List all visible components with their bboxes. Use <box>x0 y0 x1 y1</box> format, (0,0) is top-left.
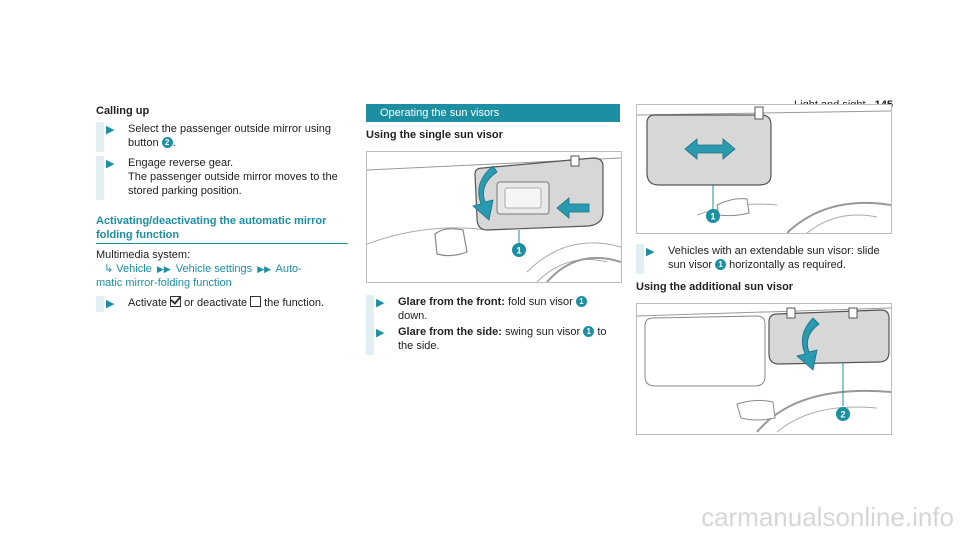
additional-visor-subheading: Using the additional sun visor <box>636 281 794 293</box>
step-bar <box>96 122 104 152</box>
step-glare-front: ▶ Glare from the front: fold sun visor 1… <box>366 295 620 325</box>
nav-vehicle-settings: Vehicle settings <box>175 263 253 275</box>
illustration-callout-1: 1 <box>516 246 521 256</box>
extendable-sun-visor-drawing: 1 <box>637 106 891 233</box>
section-banner: Operating the sun visors <box>366 104 620 122</box>
callout-badge: 1 <box>575 296 587 307</box>
illustration-callout-1: 1 <box>710 212 715 222</box>
nav-auto-part1: Auto- <box>275 263 302 275</box>
checkbox-checked-icon <box>170 296 182 307</box>
nav-separator-icon: ▶▶ <box>156 264 171 274</box>
step-arrow-icon: ▶ <box>106 124 115 136</box>
callout-badge: 1 <box>583 326 595 337</box>
step-select-mirror: ▶ Select the passenger outside mirror us… <box>96 122 356 152</box>
multimedia-path: Multimedia system: ↳ Vehicle ▶▶ Vehicle … <box>96 248 356 290</box>
callout-badge: 1 <box>715 259 727 270</box>
single-visor-subheading: Using the single sun visor <box>366 129 503 141</box>
additional-sun-visor-illustration: 2 <box>636 303 892 435</box>
illustration-callout-2: 2 <box>840 410 845 420</box>
extendable-sun-visor-illustration: 1 <box>636 104 892 234</box>
single-sun-visor-drawing: 1 <box>367 155 621 282</box>
nav-vehicle: Vehicle <box>116 263 152 275</box>
checkbox-empty-icon <box>250 296 262 307</box>
watermark: carmanualsonline.info <box>701 502 954 532</box>
additional-sun-visor-drawing: 2 <box>637 307 891 433</box>
step-bar <box>366 325 374 355</box>
step-bar <box>96 156 104 200</box>
calling-up-heading: Calling up <box>96 105 150 117</box>
single-sun-visor-illustration: 1 <box>366 151 622 283</box>
step-text: Select the passenger outside mirror usin… <box>128 123 331 135</box>
step-arrow-icon: ▶ <box>376 327 385 339</box>
step-bar <box>96 296 104 312</box>
step-extendable-visor: ▶ Vehicles with an extendable sun visor:… <box>636 244 892 274</box>
nav-separator-icon: ▶▶ <box>257 264 272 274</box>
step-bar <box>636 244 644 274</box>
multimedia-label: Multimedia system: <box>96 249 191 261</box>
menu-entry-icon: ↳ <box>104 263 114 275</box>
step-arrow-icon: ▶ <box>376 297 385 309</box>
callout-badge: 2 <box>161 137 173 148</box>
step-arrow-icon: ▶ <box>106 298 115 310</box>
section-heading-auto-folding: Activating/deactivating the automatic mi… <box>96 214 348 244</box>
step-arrow-icon: ▶ <box>646 246 655 258</box>
step-engage-reverse: ▶ Engage reverse gear. The passenger out… <box>96 156 356 200</box>
step-bar <box>366 295 374 325</box>
step-glare-side: ▶ Glare from the side: swing sun visor 1… <box>366 325 620 355</box>
nav-auto-part2: matic mirror-folding function <box>96 277 232 289</box>
step-arrow-icon: ▶ <box>106 158 115 170</box>
